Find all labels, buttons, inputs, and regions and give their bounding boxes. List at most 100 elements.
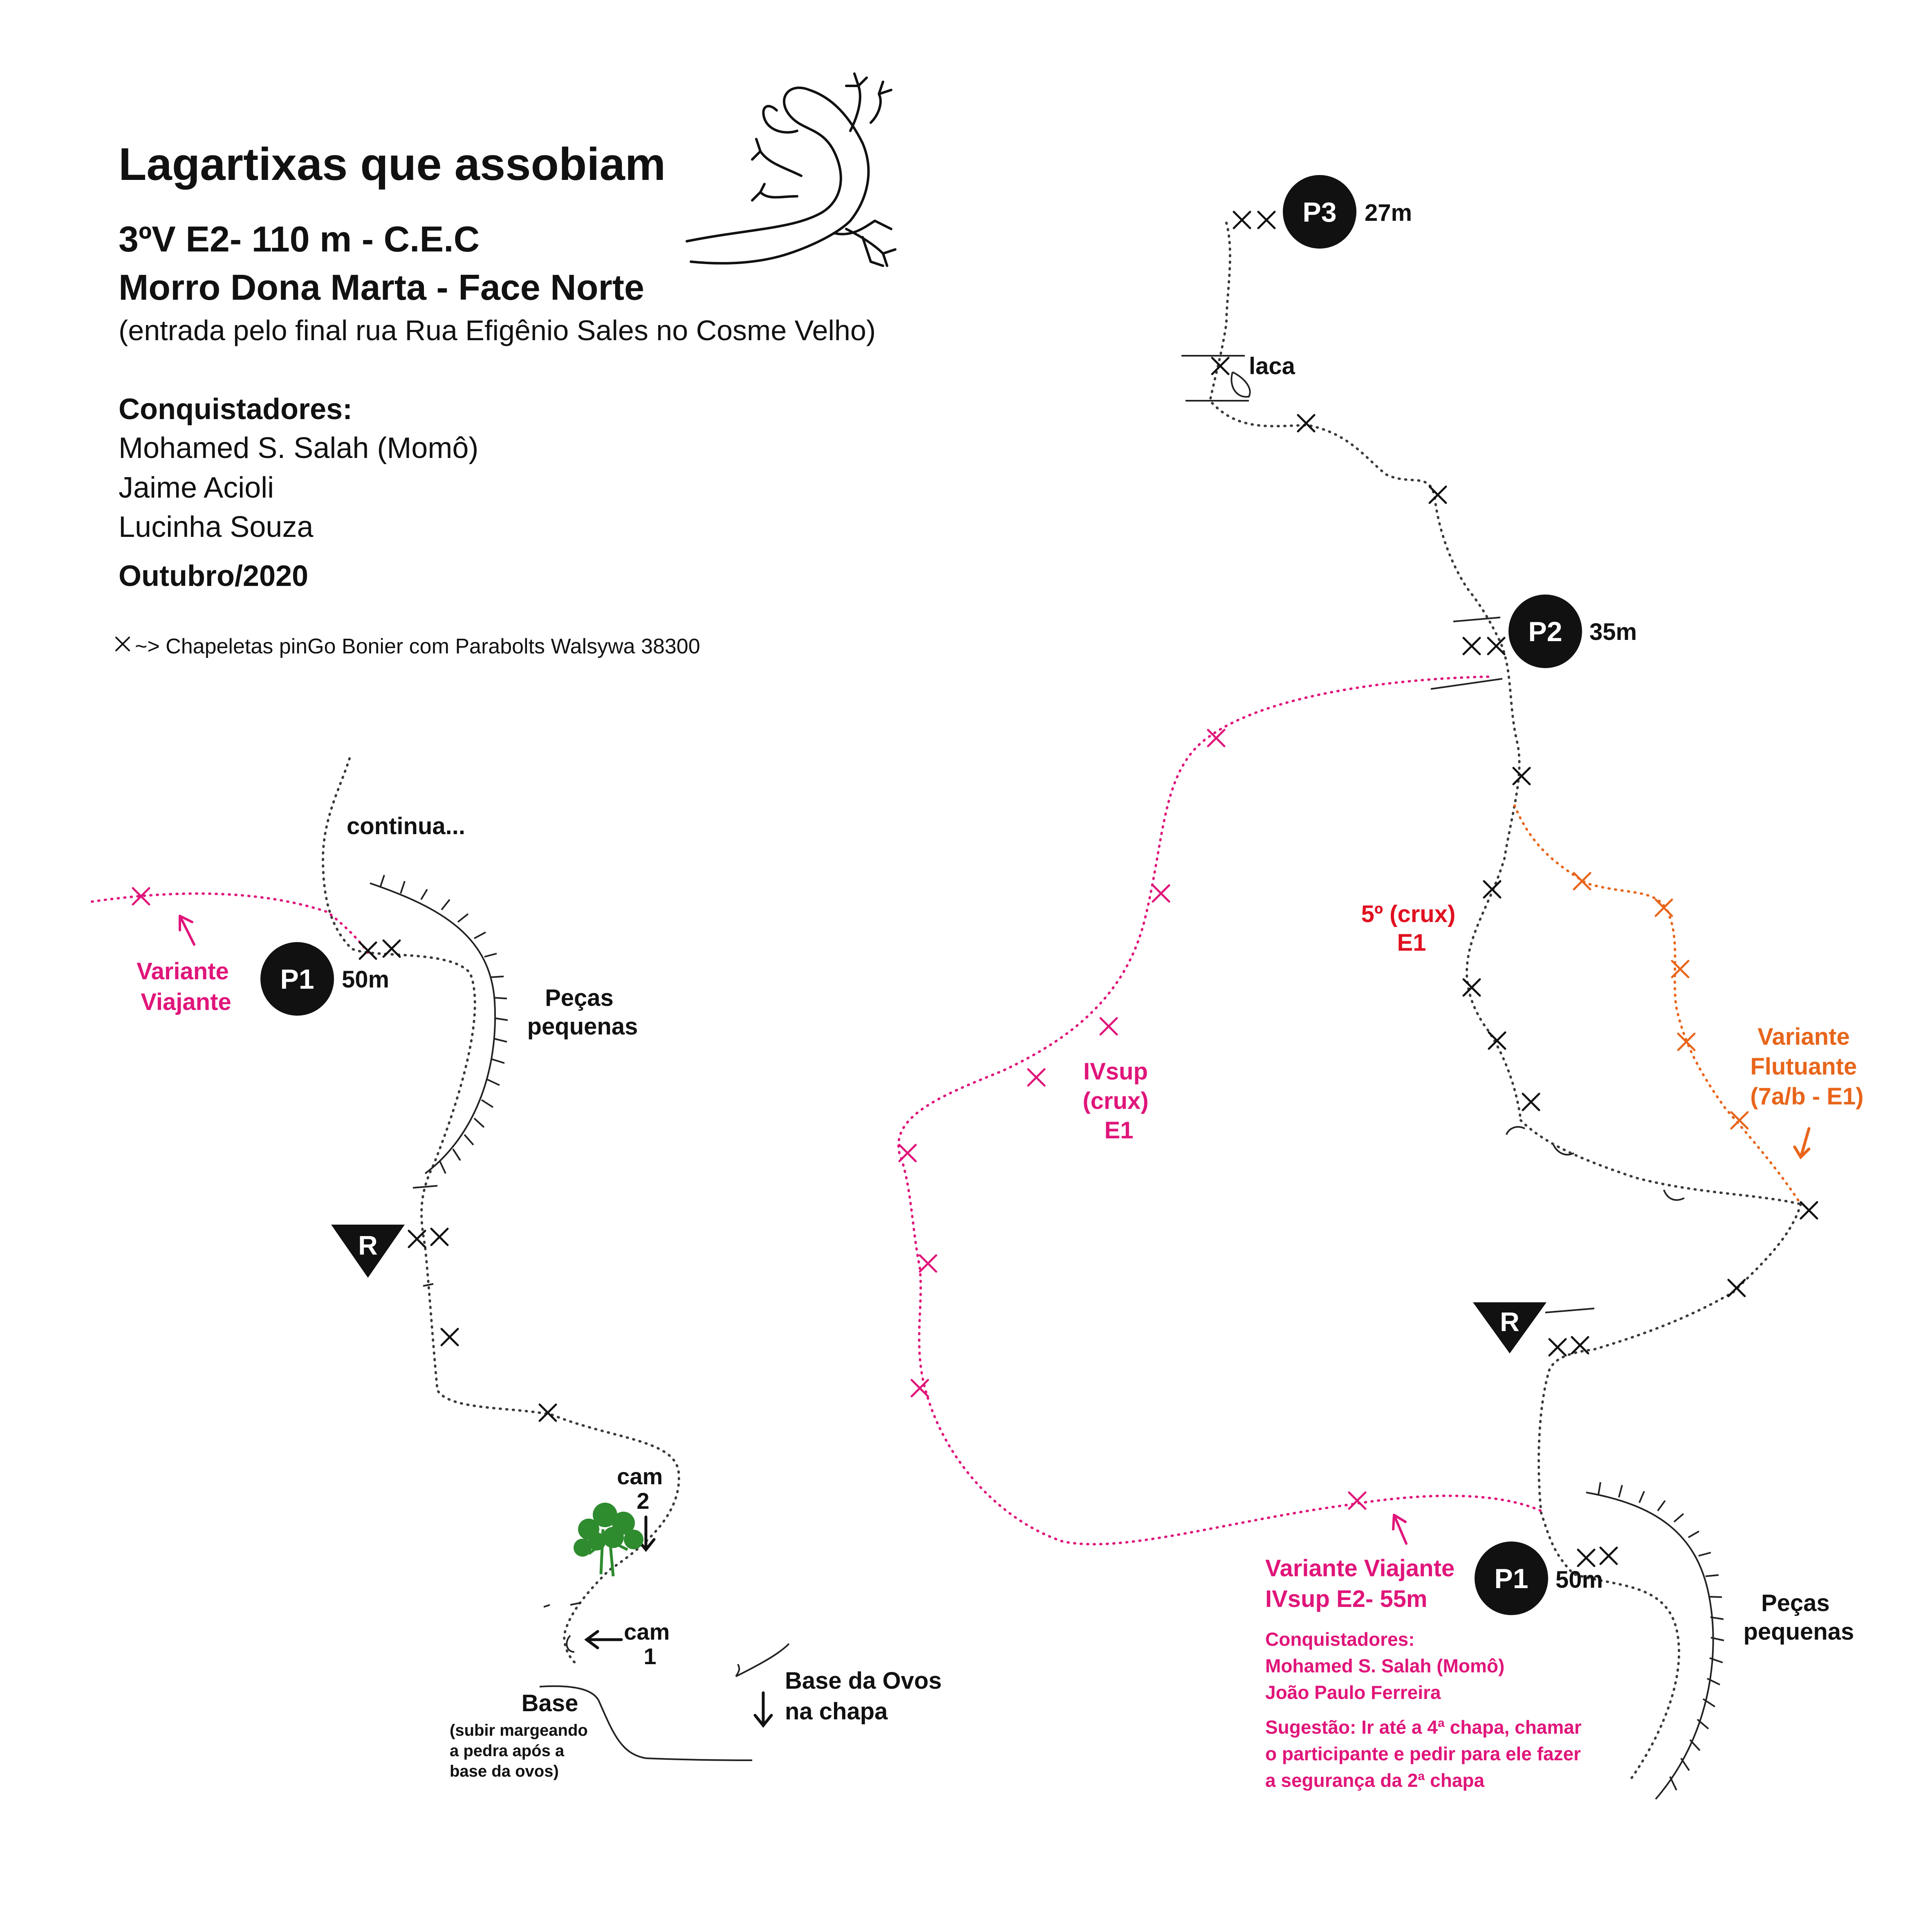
right-dihedral-line [1586,1492,1714,1800]
left-variant-bolt [133,888,149,904]
right-ivsup-variant-route [897,675,1546,1546]
bolt-x-icon [1349,1492,1365,1509]
right-roof-marks [1506,1126,1685,1313]
left-dihedral-line [370,882,496,1174]
bolt-x-icon [1678,1034,1694,1050]
cam2-label: cam 2 [617,1463,669,1514]
left-topo: continua... Variante Viajante P1 50m Peç… [91,757,948,1780]
right-lower-route [1538,1203,1802,1780]
bolt-x-icon [1464,638,1480,654]
p3-label: P3 [1302,197,1336,228]
bolt-x-icon [360,942,376,959]
p1-length: 50m [342,966,389,993]
arrow-icon [1793,1127,1811,1160]
p1-label-right: P1 [1494,1563,1528,1594]
cam1-crack-mark [566,1635,575,1653]
bolt-x-icon [1731,1112,1748,1129]
cam1-label: cam 1 [624,1619,676,1669]
bolt-x-icon [1028,1069,1044,1086]
bolt-x-icon [1153,885,1169,902]
bolt-x-icon [1656,900,1672,916]
access-line: (entrada pelo final rua Rua Efigênio Sal… [119,314,876,346]
bolt-x-icon [409,1231,425,1247]
viajante-conqueror-1: Mohamed S. Salah (Momô) [1265,1655,1504,1676]
arrow-icon [1392,1514,1408,1545]
left-crack-marks [412,1185,581,1608]
base-note: (subir margeando a pedra após a base da … [450,1721,592,1780]
belay-station-icon: P1 [260,942,334,1016]
conquerors-heading: Conquistadores: [119,393,352,426]
crux5-label: 5º (crux) E1 [1361,901,1462,956]
bolt-x-icon [1258,212,1275,228]
right-bolts [1212,212,1817,1566]
legend-text: ~> Chapeletas pinGo Bonier com Parabolts… [135,635,700,658]
arrow-icon [753,1691,773,1728]
bolt-x-icon [1234,212,1250,228]
route-title: Lagartixas que assobiam [119,139,666,190]
p2-label: P2 [1528,616,1562,647]
right-traverse-route [1520,1119,1802,1205]
base-ground-line [539,1685,753,1761]
viajante-label: Variante Viajante IVsup E2- 55m [1265,1555,1461,1612]
location-line: Morro Dona Marta - Face Norte [119,267,644,307]
bolt-x-icon [1298,415,1314,431]
p1-label: P1 [280,964,314,995]
date-line: Outubro/2020 [119,560,308,592]
right-dihedral-hatching [1598,1482,1724,1791]
right-flutuante-variant-route [1513,804,1802,1205]
viajante-conquerors-heading: Conquistadores: [1265,1629,1414,1650]
laca-flake [1181,355,1251,402]
left-dihedral-hatching [379,875,508,1174]
lizard-logo [686,72,897,267]
bolt-x-icon [442,1329,458,1345]
flutuante-label: Variante Flutuante (7a/b - E1) [1750,1023,1863,1110]
p2-length: 35m [1589,619,1637,645]
bolt-x-icon [1523,1094,1539,1110]
viajante-conqueror-2: João Paulo Ferreira [1265,1682,1441,1703]
right-topo: P3 27m laca P2 35m 5º (crux) E1 IVsup (c… [897,175,1864,1800]
belay-station-icon: P1 [1475,1542,1548,1615]
conqueror-3: Lucinha Souza [119,511,314,543]
bolt-x-icon [1430,487,1446,503]
bolt-x-icon [899,1145,916,1161]
rappel-triangle-icon: R [331,1225,405,1278]
bolt-x-icon [1801,1202,1817,1218]
left-variant-label: Variante Viajante [137,958,235,1015]
bolt-x-icon [1513,768,1530,784]
base-label: Base [522,1690,578,1717]
grade-line: 3ºV E2- 110 m - C.E.C [119,219,480,259]
rappel-label-right: R [1500,1306,1520,1337]
bolt-x-icon [1578,1550,1594,1566]
arrow-icon [179,915,195,946]
left-main-route [321,757,680,1665]
left-small-gear-label: Peças pequenas [527,985,638,1040]
bolt-x-icon [1574,873,1590,889]
bolt-x-icon [1464,979,1480,996]
conqueror-2: Jaime Acioli [119,471,274,504]
bolt-x-icon [1728,1280,1745,1296]
laca-label: laca [1249,353,1295,379]
left-bolts [360,940,556,1421]
bolt-x-icon [1549,1339,1566,1355]
bolt-x-icon [1484,881,1500,898]
left-variant-viajante-route [91,892,369,954]
bolt-x-icon [540,1405,556,1421]
right-main-route [1208,222,1522,1122]
bolt-x-icon [1100,1018,1117,1034]
suggestion-text: Sugestão: Ir até a 4ª chapa, chamar o pa… [1265,1717,1587,1791]
belay-station-icon: P2 [1508,595,1582,668]
legend-bolt-x-icon [116,637,129,651]
p1-length-right: 50m [1555,1566,1603,1593]
belay-station-icon: P3 [1283,175,1356,249]
right-small-gear-label: Peças pequenas [1744,1590,1854,1645]
bolt-x-icon [920,1255,936,1272]
bolt-x-icon [1572,1337,1588,1353]
arrow-icon [584,1630,623,1649]
rappel-label: R [358,1230,378,1260]
tree-icon [574,1503,643,1577]
ovos-base-label: Base da Ovos na chapa [785,1667,948,1725]
ovos-base-line [735,1643,790,1677]
bolt-x-icon [431,1229,448,1245]
conqueror-1: Mohamed S. Salah (Momô) [119,432,478,464]
